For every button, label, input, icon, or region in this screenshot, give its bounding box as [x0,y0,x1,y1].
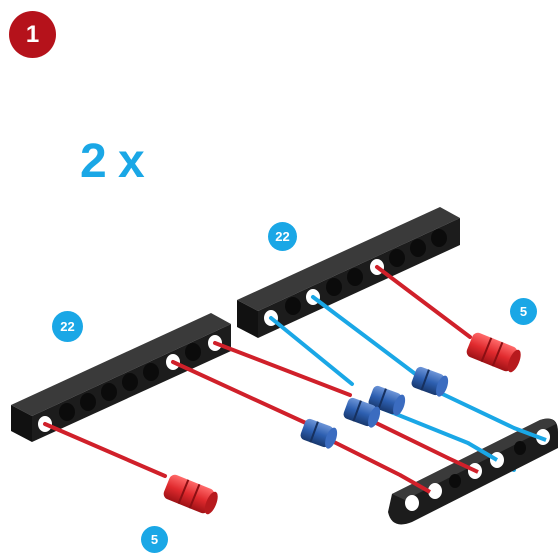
part-label-upper-connector: 5 [510,298,537,325]
part-label-lower-beam: 22 [52,311,83,342]
quantity-label: 2 x [80,135,145,188]
blue-bushings [300,366,449,449]
lower-beam [11,313,231,442]
part-label-upper-beam: 22 [268,222,297,251]
flat-bar [388,418,558,525]
part-label-lower-connector: 5 [141,526,168,553]
step-number-badge: 1 [9,11,56,58]
red-connectors [163,332,521,515]
